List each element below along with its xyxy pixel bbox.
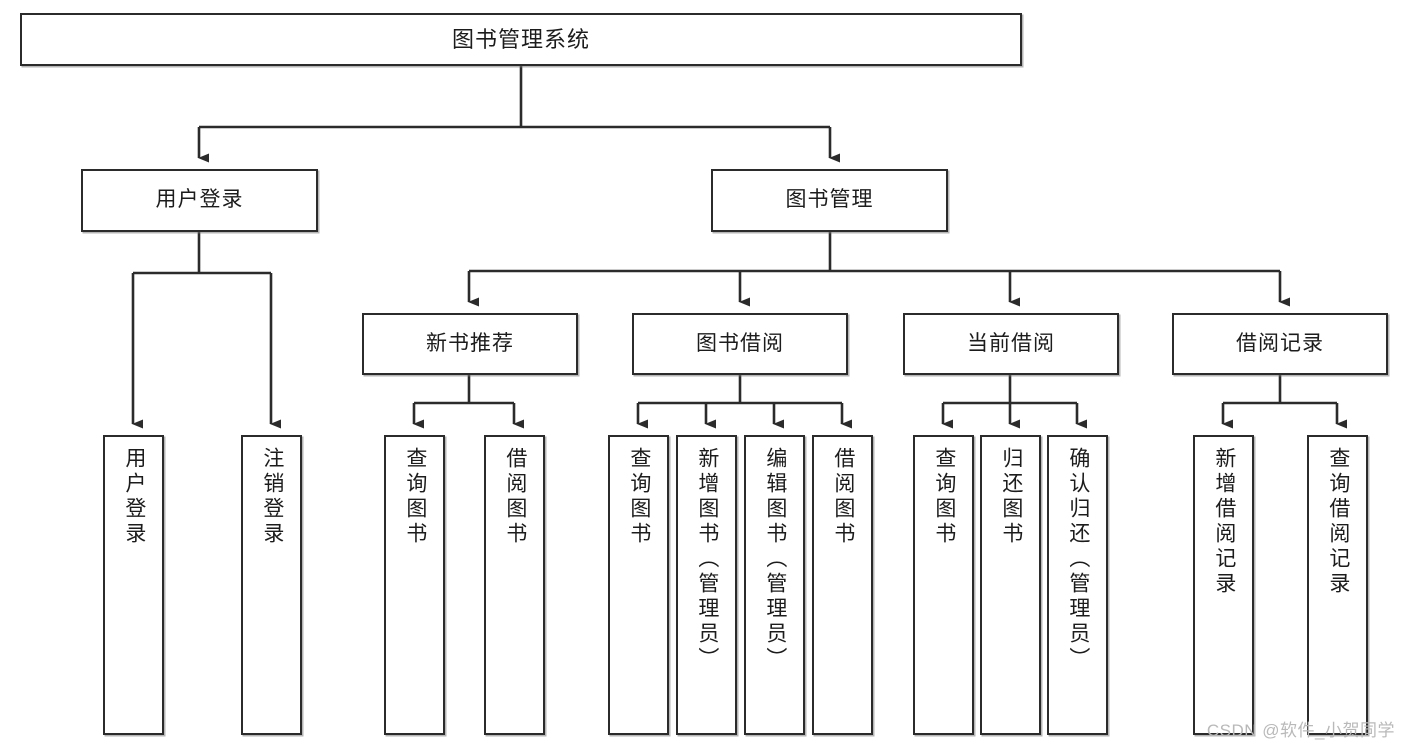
node-root-label: 图书管理系统 — [451, 26, 590, 52]
node-new-book-recommend-label: 新书推荐 — [426, 331, 514, 355]
leaf-query-book-3[interactable]: 查询图书 — [913, 435, 974, 735]
leaf-query-book-1[interactable]: 查询图书 — [384, 435, 445, 735]
leaf-borrow-book-1-label: 借阅图书 — [503, 447, 527, 547]
leaf-query-book-2[interactable]: 查询图书 — [608, 435, 669, 735]
leaf-query-record-label: 查询借阅记录 — [1326, 447, 1350, 597]
leaf-edit-book-label: 编辑图书（管理员） — [763, 447, 787, 672]
node-book-borrow-label: 图书借阅 — [696, 331, 784, 355]
leaf-confirm-return-label: 确认归还（管理员） — [1066, 447, 1090, 672]
leaf-user-login[interactable]: 用户登录 — [103, 435, 164, 735]
leaf-return-book-label: 归还图书 — [999, 447, 1023, 547]
leaf-query-book-1-label: 查询图书 — [403, 447, 427, 547]
leaf-query-book-3-label: 查询图书 — [932, 447, 956, 547]
leaf-query-record[interactable]: 查询借阅记录 — [1307, 435, 1368, 735]
node-current-borrow[interactable]: 当前借阅 — [903, 313, 1119, 375]
node-new-book-recommend[interactable]: 新书推荐 — [362, 313, 578, 375]
node-borrow-record-label: 借阅记录 — [1236, 331, 1324, 355]
leaf-add-record[interactable]: 新增借阅记录 — [1193, 435, 1254, 735]
leaf-user-login-label: 用户登录 — [122, 447, 146, 547]
node-user-login-label: 用户登录 — [155, 188, 244, 212]
node-root[interactable]: 图书管理系统 — [20, 13, 1022, 66]
leaf-add-record-label: 新增借阅记录 — [1212, 447, 1236, 597]
node-current-borrow-label: 当前借阅 — [967, 331, 1055, 355]
leaf-confirm-return[interactable]: 确认归还（管理员） — [1047, 435, 1108, 735]
leaf-logout-label: 注销登录 — [260, 447, 284, 547]
leaf-add-book-label: 新增图书（管理员） — [695, 447, 719, 672]
csdn-watermark: CSDN @软件_小贺同学 — [1206, 721, 1395, 740]
leaf-query-book-2-label: 查询图书 — [627, 447, 651, 547]
leaf-borrow-book-2[interactable]: 借阅图书 — [812, 435, 873, 735]
leaf-borrow-book-1[interactable]: 借阅图书 — [484, 435, 545, 735]
node-user-login[interactable]: 用户登录 — [81, 169, 318, 232]
node-book-manage[interactable]: 图书管理 — [711, 169, 948, 232]
leaf-add-book[interactable]: 新增图书（管理员） — [676, 435, 737, 735]
node-book-manage-label: 图书管理 — [785, 188, 874, 212]
leaf-logout[interactable]: 注销登录 — [241, 435, 302, 735]
node-book-borrow[interactable]: 图书借阅 — [632, 313, 848, 375]
leaf-return-book[interactable]: 归还图书 — [980, 435, 1041, 735]
leaf-edit-book[interactable]: 编辑图书（管理员） — [744, 435, 805, 735]
leaf-borrow-book-2-label: 借阅图书 — [831, 447, 855, 547]
node-borrow-record[interactable]: 借阅记录 — [1172, 313, 1388, 375]
